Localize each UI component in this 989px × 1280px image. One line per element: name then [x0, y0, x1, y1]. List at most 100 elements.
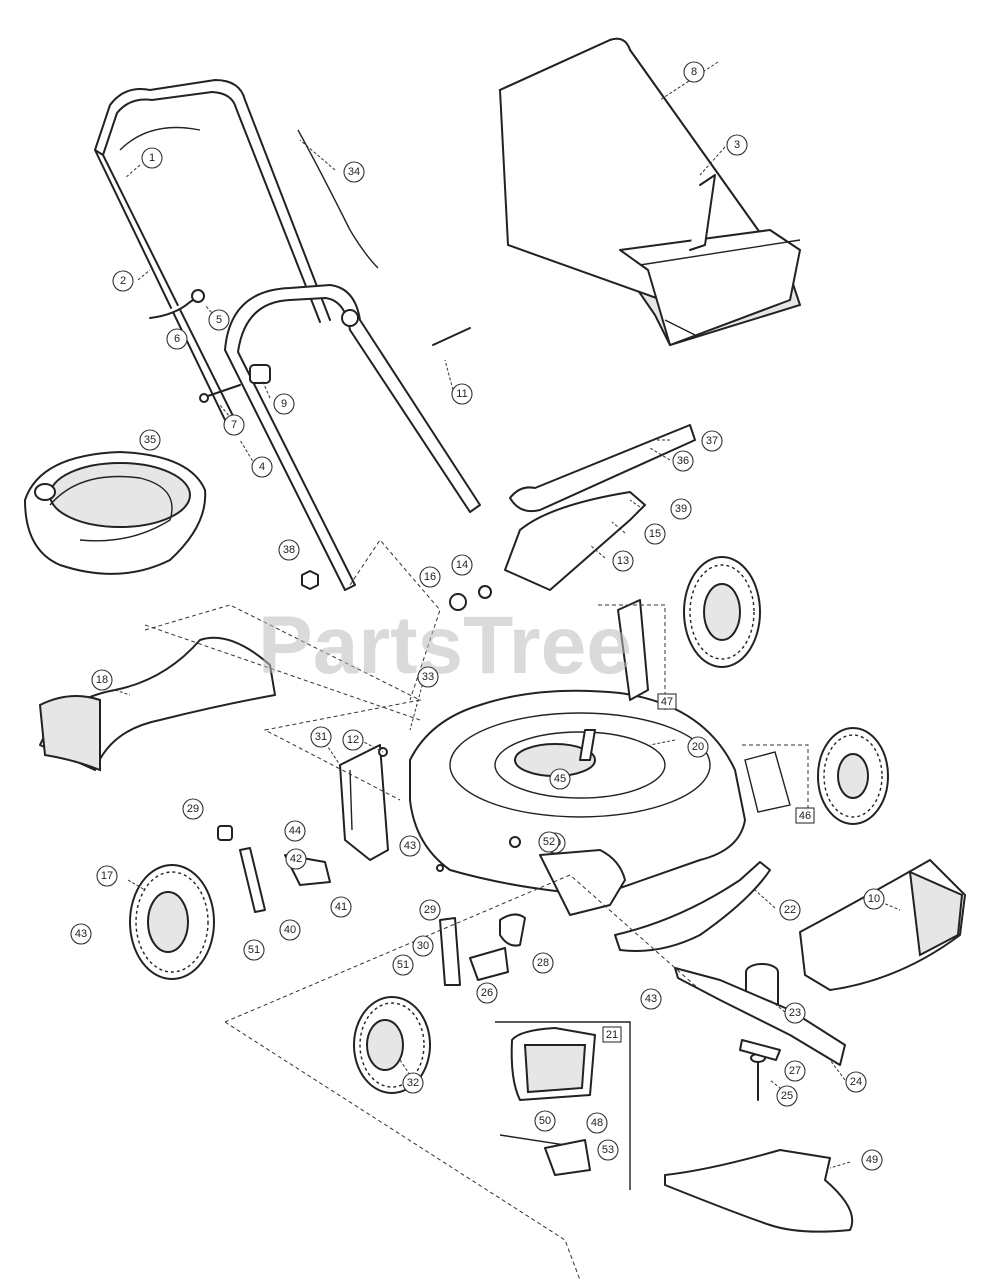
svg-text:18: 18 — [96, 674, 108, 686]
assembly-guide-lines — [144, 539, 809, 1280]
callout-30: 30 — [412, 935, 434, 957]
callout-42: 42 — [285, 848, 307, 870]
callout-5: 5 — [208, 309, 230, 331]
svg-text:15: 15 — [649, 528, 661, 540]
svg-text:28: 28 — [537, 957, 549, 969]
svg-text:17: 17 — [101, 870, 113, 882]
svg-text:21: 21 — [606, 1029, 618, 1041]
svg-text:53: 53 — [602, 1144, 614, 1156]
callout-29b: 29 — [419, 899, 441, 921]
callout-53: 53 — [597, 1139, 619, 1161]
callout-25: 25 — [776, 1085, 798, 1107]
callout-3: 3 — [726, 134, 748, 156]
control-cable — [297, 129, 379, 269]
mower-blade — [674, 967, 846, 1066]
svg-text:26: 26 — [481, 987, 493, 999]
grass-catcher — [498, 37, 802, 347]
callout-7: 7 — [223, 414, 245, 436]
rear-wheel-far — [817, 727, 889, 825]
svg-text:52: 52 — [543, 836, 555, 848]
svg-text:32: 32 — [407, 1077, 419, 1089]
rear-axle-bracket — [617, 599, 791, 813]
svg-text:50: 50 — [539, 1115, 551, 1127]
svg-text:12: 12 — [347, 734, 359, 746]
callout-13: 13 — [612, 550, 634, 572]
svg-text:7: 7 — [231, 419, 237, 431]
callout-6: 6 — [166, 328, 188, 350]
callout-12: 12 — [342, 729, 364, 751]
svg-text:46: 46 — [799, 810, 811, 822]
rear-discharge-shield — [38, 636, 276, 772]
callout-43a: 43 — [399, 835, 421, 857]
height-lever — [217, 825, 331, 913]
svg-text:27: 27 — [789, 1065, 801, 1077]
callout-26: 26 — [476, 982, 498, 1004]
svg-text:25: 25 — [781, 1090, 793, 1102]
svg-text:20: 20 — [692, 741, 704, 753]
callout-4: 4 — [251, 456, 273, 478]
callout-10b: 10 — [863, 888, 885, 910]
height-adjuster-left — [339, 744, 389, 861]
svg-text:9: 9 — [281, 398, 287, 410]
svg-text:6: 6 — [174, 333, 180, 345]
svg-text:31: 31 — [315, 731, 327, 743]
callout-34: 34 — [343, 161, 365, 183]
front-wheel-lower — [353, 996, 431, 1094]
svg-text:29: 29 — [424, 904, 436, 916]
callout-16: 16 — [419, 566, 441, 588]
svg-text:33: 33 — [422, 671, 434, 683]
svg-text:45: 45 — [554, 773, 566, 785]
callout-39: 39 — [670, 498, 692, 520]
engine-cover — [24, 451, 207, 575]
svg-text:3: 3 — [734, 139, 740, 151]
handle-nut — [301, 570, 319, 590]
callout-14: 14 — [451, 554, 473, 576]
upper-handle — [94, 79, 331, 421]
front-bumper — [799, 859, 966, 991]
handle-bolt — [199, 364, 271, 403]
svg-text:22: 22 — [784, 904, 796, 916]
svg-text:5: 5 — [216, 314, 222, 326]
callout-48: 48 — [586, 1112, 608, 1134]
svg-text:24: 24 — [850, 1076, 862, 1088]
svg-text:37: 37 — [706, 435, 718, 447]
callout-28: 28 — [532, 952, 554, 974]
svg-text:10: 10 — [868, 893, 880, 905]
callout-37: 37 — [701, 430, 723, 452]
svg-text:48: 48 — [591, 1117, 603, 1129]
callout-31: 31 — [310, 726, 332, 748]
svg-text:35: 35 — [144, 434, 156, 446]
callout-33: 33 — [417, 666, 439, 688]
svg-text:29: 29 — [187, 803, 199, 815]
callout-20: 20 — [687, 736, 709, 758]
callout-11: 11 — [451, 383, 473, 405]
rear-wheel-right — [683, 556, 761, 668]
svg-text:44: 44 — [289, 825, 301, 837]
mower-deck — [409, 689, 746, 916]
callout-45: 45 — [549, 768, 571, 790]
callout-43c: 43 — [640, 988, 662, 1010]
svg-text:40: 40 — [284, 924, 296, 936]
callout-50: 50 — [534, 1110, 556, 1132]
callout-49: 49 — [861, 1149, 883, 1171]
height-adjuster-front — [439, 913, 526, 986]
deck-hardware — [378, 585, 596, 872]
mulch-plate — [664, 1149, 854, 1233]
blade-bolt — [739, 1039, 781, 1101]
callout-24: 24 — [845, 1071, 867, 1093]
callout-51b: 51 — [392, 954, 414, 976]
svg-text:13: 13 — [617, 555, 629, 567]
callout-52: 52 — [538, 831, 560, 853]
callout-51a: 51 — [243, 939, 265, 961]
svg-text:43: 43 — [645, 993, 657, 1005]
watermark-text: PartsTree — [258, 600, 632, 691]
svg-text:42: 42 — [290, 853, 302, 865]
handle-knob — [149, 289, 205, 319]
svg-text:41: 41 — [335, 901, 347, 913]
callout-15: 15 — [644, 523, 666, 545]
lower-handle — [224, 284, 481, 591]
callout-8: 8 — [683, 61, 705, 83]
callout-17: 17 — [96, 865, 118, 887]
